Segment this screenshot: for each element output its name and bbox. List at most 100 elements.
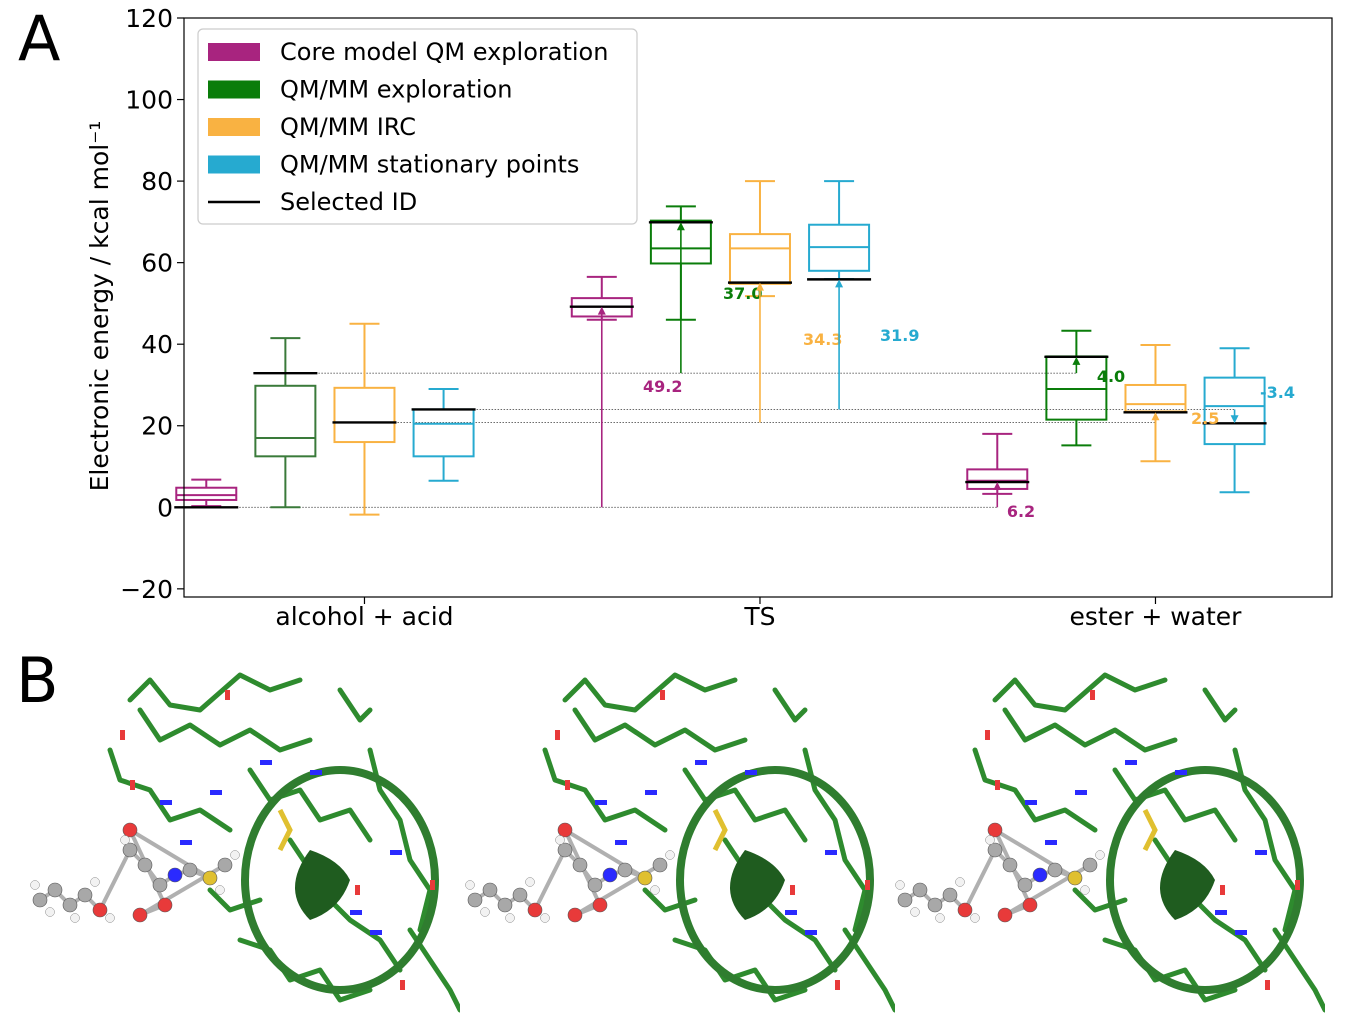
x-tick-label: alcohol + acid <box>275 602 453 631</box>
protein-stick <box>772 687 808 723</box>
oxygen-stick <box>985 730 990 740</box>
protein-stick <box>1002 707 1178 753</box>
ligand-atom <box>497 897 513 913</box>
hydrogen-atom <box>985 835 995 845</box>
ligand-atom <box>1032 867 1048 883</box>
y-tick-label: −20 <box>120 575 173 604</box>
y-tick-label: 80 <box>141 167 173 196</box>
ligand-atom <box>897 892 913 908</box>
ligand-ball-and-stick <box>465 822 675 923</box>
arrow-head <box>597 306 606 315</box>
legend-frame <box>197 28 638 225</box>
ligand-atom <box>152 877 168 893</box>
arrow-head <box>1072 356 1081 365</box>
arrow-value-label: 37.0 <box>723 284 762 303</box>
protein-stick <box>127 672 303 713</box>
box-iqr <box>728 233 791 285</box>
legend-swatch <box>208 43 260 61</box>
ligand-ball-and-stick <box>895 822 1105 923</box>
legend-swatch <box>208 80 260 99</box>
arrow-head <box>993 482 1002 491</box>
ligand-bond <box>963 849 997 911</box>
hydrogen-atom <box>30 880 40 890</box>
ligand-atom <box>137 857 153 873</box>
helix-ribbon <box>730 850 785 920</box>
y-tick-label: 0 <box>157 493 173 522</box>
nitrogen-stick <box>210 790 222 795</box>
protein-structure <box>972 672 1325 1013</box>
hydrogen-atom <box>555 835 565 845</box>
hydrogen-atom <box>505 913 515 923</box>
structure-reactant-image <box>30 672 460 1013</box>
energy-arrow-core: 49.2 <box>597 306 682 508</box>
protein-structure <box>107 672 460 1013</box>
ligand-atom <box>587 877 603 893</box>
ligand-atom <box>617 862 633 878</box>
structure-product-image <box>895 672 1325 1013</box>
hydrogen-atom <box>1080 885 1090 895</box>
ligand-atom <box>77 887 93 903</box>
oxygen-stick <box>1090 690 1095 700</box>
legend-entry-label: Selected ID <box>280 188 417 216</box>
ligand-atom <box>567 907 583 923</box>
y-tick-label: 60 <box>141 249 173 278</box>
oxygen-stick <box>995 780 1000 790</box>
ligand-atom <box>987 822 1003 838</box>
arrow-value-label: 49.2 <box>643 377 682 396</box>
energy-arrow-qmmm: 4.0 <box>1072 356 1125 386</box>
ligand-atom <box>997 907 1013 923</box>
oxygen-stick <box>1295 880 1300 890</box>
y-axis-label: Electronic energy / kcal mol⁻¹ <box>85 121 114 492</box>
oxygen-stick <box>1265 980 1270 990</box>
ligand-atom <box>1002 857 1018 873</box>
arrow-value-label: 6.2 <box>1007 502 1035 521</box>
arrow-head <box>835 279 844 288</box>
ligand-ball-and-stick <box>30 822 240 923</box>
arrow-head <box>1230 415 1239 424</box>
ligand-atom <box>1082 857 1098 873</box>
hydrogen-atom <box>665 850 675 860</box>
nitrogen-stick <box>1215 910 1227 915</box>
sulfur-bond <box>277 808 293 852</box>
ligand-atom <box>92 902 108 918</box>
box-iqr <box>1203 376 1266 446</box>
arrow-head <box>1151 412 1160 421</box>
hydrogen-atom <box>955 877 965 887</box>
box-iqr <box>333 386 396 444</box>
protein-stick <box>572 707 748 753</box>
box-iqr <box>1124 383 1187 413</box>
legend-entry-label: QM/MM stationary points <box>280 151 579 179</box>
hydrogen-atom <box>105 913 115 923</box>
oxygen-stick <box>1220 885 1225 895</box>
box-iqr <box>412 408 475 458</box>
x-tick-label: TS <box>743 602 775 631</box>
legend-entry-label: QM/MM IRC <box>280 113 416 141</box>
y-tick-label: 20 <box>141 412 173 441</box>
ligand-atom <box>512 887 528 903</box>
nitrogen-stick <box>805 930 817 935</box>
protein-structure <box>542 672 895 1013</box>
hydrogen-atom <box>970 913 980 923</box>
box-irc-1 <box>727 180 792 298</box>
ligand-atom <box>1017 877 1033 893</box>
energy-arrow-core: 6.2 <box>993 482 1035 521</box>
hydrogen-atom <box>540 913 550 923</box>
ligand-atom <box>467 892 483 908</box>
ligand-atom <box>47 882 63 898</box>
helix-ribbon <box>1160 850 1215 920</box>
y-tick-label: 120 <box>125 4 173 33</box>
ligand-atom <box>987 842 1003 858</box>
arrow-value-label: -3.4 <box>1260 383 1295 402</box>
hydrogen-atom <box>465 880 475 890</box>
box-sp-0 <box>411 388 476 482</box>
hydrogen-atom <box>230 850 240 860</box>
box-irc-2 <box>1123 344 1188 463</box>
protein-stick <box>1112 767 1238 843</box>
nitrogen-stick <box>1125 760 1137 765</box>
oxygen-stick <box>835 980 840 990</box>
y-tick-label: 100 <box>125 86 173 115</box>
energy-arrow-sp: -3.4 <box>1230 383 1295 424</box>
